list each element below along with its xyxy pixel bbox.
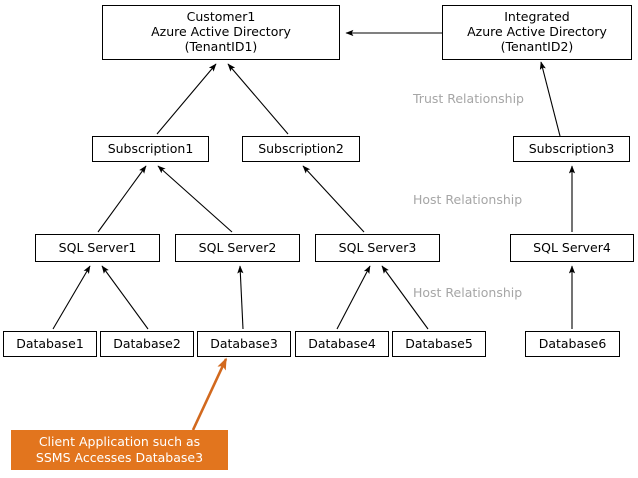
database4-box-text: Database4 xyxy=(308,335,376,351)
integrated-aad-box[interactable]: Integrated Azure Active Directory (Tenan… xyxy=(442,5,632,60)
edge-subscription2-to-customer1-aad xyxy=(227,63,289,135)
trust-relationship-label: Trust Relationship xyxy=(413,91,524,106)
host-relationship-label-2: Host Relationship xyxy=(413,285,523,300)
integrated-aad-box-text: Integrated Azure Active Directory (Tenan… xyxy=(467,9,607,54)
customer1-aad-box[interactable]: Customer1 Azure Active Directory (Tenant… xyxy=(102,5,340,60)
callout-text: Client Application such as SSMS Accesses… xyxy=(35,434,204,465)
database3-box[interactable]: Database3 xyxy=(197,331,291,357)
sql-server3-box[interactable]: SQL Server3 xyxy=(315,234,440,262)
database2-box[interactable]: Database2 xyxy=(100,331,194,357)
database5-box[interactable]: Database5 xyxy=(392,331,486,357)
edge-sql-server2-to-subscription1 xyxy=(157,165,233,233)
callout-arrow-to-database3 xyxy=(191,357,228,431)
sql-server4-box-text: SQL Server4 xyxy=(533,239,611,255)
host-relationship-label-1: Host Relationship xyxy=(413,192,523,207)
edge-sql-server1-to-subscription1 xyxy=(97,165,147,233)
database2-box-text: Database2 xyxy=(113,335,181,351)
sql-server3-box-text: SQL Server3 xyxy=(338,239,417,255)
sql-server1-box[interactable]: SQL Server1 xyxy=(35,234,160,262)
sql-server1-box-text: SQL Server1 xyxy=(58,239,137,255)
edge-database2-to-sql-server1 xyxy=(101,265,149,330)
subscription3-box-text: Subscription3 xyxy=(528,140,615,156)
database4-box[interactable]: Database4 xyxy=(295,331,389,357)
subscription3-box[interactable]: Subscription3 xyxy=(513,136,630,162)
edge-subscription3-to-integrated-aad xyxy=(539,61,561,137)
database6-box[interactable]: Database6 xyxy=(525,331,620,357)
sql-server4-box[interactable]: SQL Server4 xyxy=(510,234,634,262)
customer1-aad-box-text: Customer1 Azure Active Directory (Tenant… xyxy=(151,9,291,54)
edge-subscription1-to-customer1-aad xyxy=(156,63,217,135)
edge-database1-to-sql-server1 xyxy=(52,265,91,330)
subscription2-box[interactable]: Subscription2 xyxy=(242,136,360,162)
edge-database4-to-sql-server3 xyxy=(336,265,371,330)
database6-box-text: Database6 xyxy=(538,335,607,351)
sql-server2-box[interactable]: SQL Server2 xyxy=(175,234,300,262)
subscription2-box-text: Subscription2 xyxy=(258,140,344,156)
subscription1-box[interactable]: Subscription1 xyxy=(92,136,209,162)
client-application-callout[interactable]: Client Application such as SSMS Accesses… xyxy=(11,430,228,470)
sql-server2-box-text: SQL Server2 xyxy=(198,239,277,255)
database5-box-text: Database5 xyxy=(405,335,473,351)
callout-arrow-group xyxy=(191,357,228,431)
database3-box-text: Database3 xyxy=(210,335,278,351)
edge-sql-server3-to-subscription2 xyxy=(302,165,365,233)
edge-database3-to-sql-server2 xyxy=(237,265,244,330)
database1-box-text: Database1 xyxy=(16,335,84,351)
database1-box[interactable]: Database1 xyxy=(3,331,97,357)
subscription1-box-text: Subscription1 xyxy=(107,140,194,156)
